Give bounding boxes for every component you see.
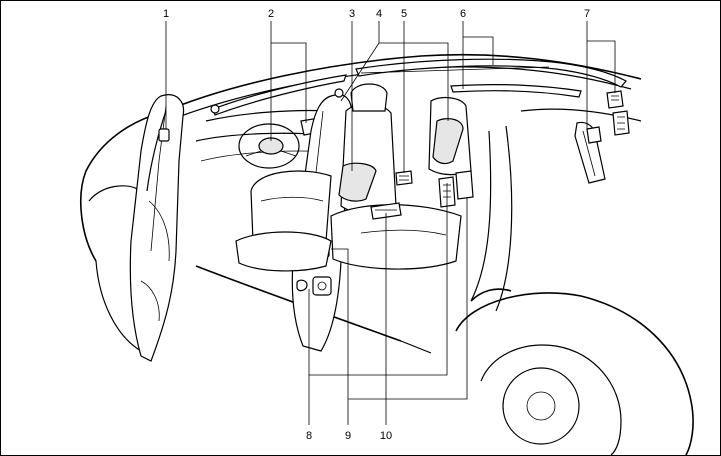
callout-3: 3 xyxy=(349,8,355,20)
callout-2: 2 xyxy=(268,8,274,20)
rear-pillar-airbag xyxy=(575,91,629,183)
callout-4: 4 xyxy=(376,8,382,20)
callout-9: 9 xyxy=(345,430,351,442)
callout-7: 7 xyxy=(584,8,590,20)
rear-seats xyxy=(429,98,473,207)
callout-10: 10 xyxy=(380,430,392,442)
front-door-open xyxy=(130,95,183,361)
callout-1: 1 xyxy=(163,8,169,20)
curtain-airbag xyxy=(211,59,626,115)
callout-8: 8 xyxy=(306,430,312,442)
callout-6: 6 xyxy=(460,8,466,20)
callout-5: 5 xyxy=(401,8,407,20)
